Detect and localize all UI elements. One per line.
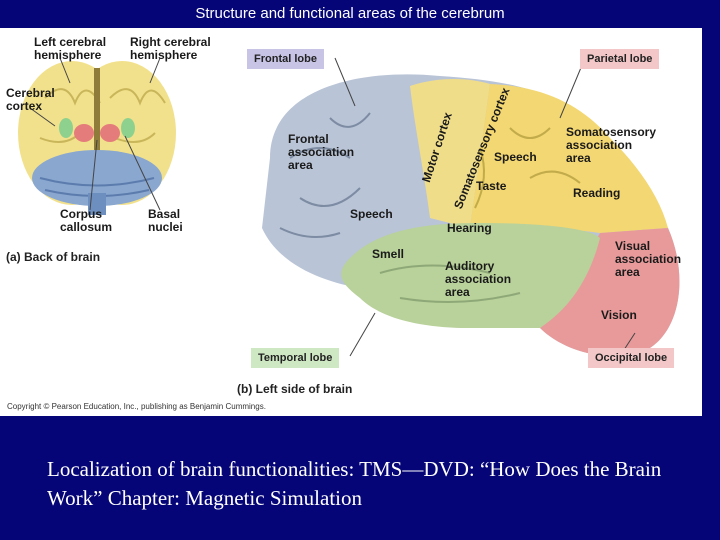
figure-b-caption: (b) Left side of brain <box>237 382 353 396</box>
copyright-notice: Copyright © Pearson Education, Inc., pub… <box>7 402 266 411</box>
left-side-brain-drawing <box>262 74 680 357</box>
hearing-label: Hearing <box>447 221 492 235</box>
brain-illustration <box>18 57 680 357</box>
reading-label: Reading <box>573 186 621 200</box>
left-hemisphere-label: Left cerebral hemisphere <box>34 35 107 62</box>
frontal-association-label: Frontal association area <box>288 132 355 172</box>
right-hemisphere-label: Right cerebral hemisphere <box>130 35 211 62</box>
speech-frontal-label: Speech <box>350 207 393 221</box>
cerebral-cortex-label: Cerebral cortex <box>6 86 55 113</box>
occipital-lobe-tag: Occipital lobe <box>588 348 675 368</box>
basal-nuclei-label: Basal nuclei <box>148 207 183 234</box>
parietal-lobe-tag: Parietal lobe <box>580 49 660 69</box>
corpus-callosum-label: Corpus callosum <box>60 207 113 234</box>
vision-label: Vision <box>601 308 637 322</box>
somatosensory-association-label: Somatosensory association area <box>566 125 657 165</box>
visual-association-label: Visual association area <box>615 239 682 279</box>
slide-title: Structure and functional areas of the ce… <box>195 5 505 22</box>
temporal-lobe-tag: Temporal lobe <box>251 348 340 368</box>
speech-parietal-label: Speech <box>494 150 537 164</box>
brain-figure: Left cerebral hemisphere Right cerebral … <box>0 28 702 416</box>
figure-a-caption: (a) Back of brain <box>6 250 101 264</box>
smell-label: Smell <box>372 247 405 261</box>
auditory-association-label: Auditory association area <box>445 259 512 299</box>
frontal-lobe-tag: Frontal lobe <box>247 49 324 69</box>
taste-label: Taste <box>476 179 507 193</box>
back-of-brain-drawing <box>18 61 176 215</box>
slide-caption: Localization of brain functionalities: T… <box>47 457 662 510</box>
